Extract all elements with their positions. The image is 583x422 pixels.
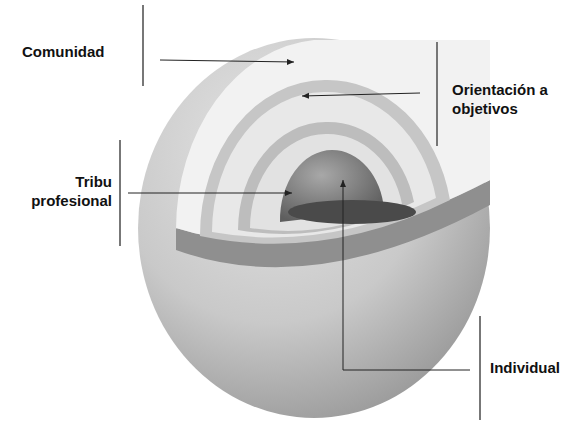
leader-line (160, 60, 294, 62)
label-bar (119, 140, 121, 246)
label-bar (142, 5, 144, 86)
core-floor (288, 200, 416, 224)
shell-goals (212, 92, 436, 237)
label-bar (479, 316, 481, 420)
layer-label: Orientación a objetivos (452, 80, 578, 118)
label-bar (436, 42, 438, 146)
layer-label: Comunidad (22, 42, 137, 61)
leader-line (343, 180, 470, 370)
leader-line (302, 93, 420, 96)
cut-face (176, 40, 490, 242)
layer-label: Tribu profesional (8, 172, 112, 210)
shell-community (200, 80, 450, 244)
layer-label: Individual (490, 358, 578, 377)
outer-shell (138, 38, 490, 418)
leader-line (128, 193, 292, 194)
